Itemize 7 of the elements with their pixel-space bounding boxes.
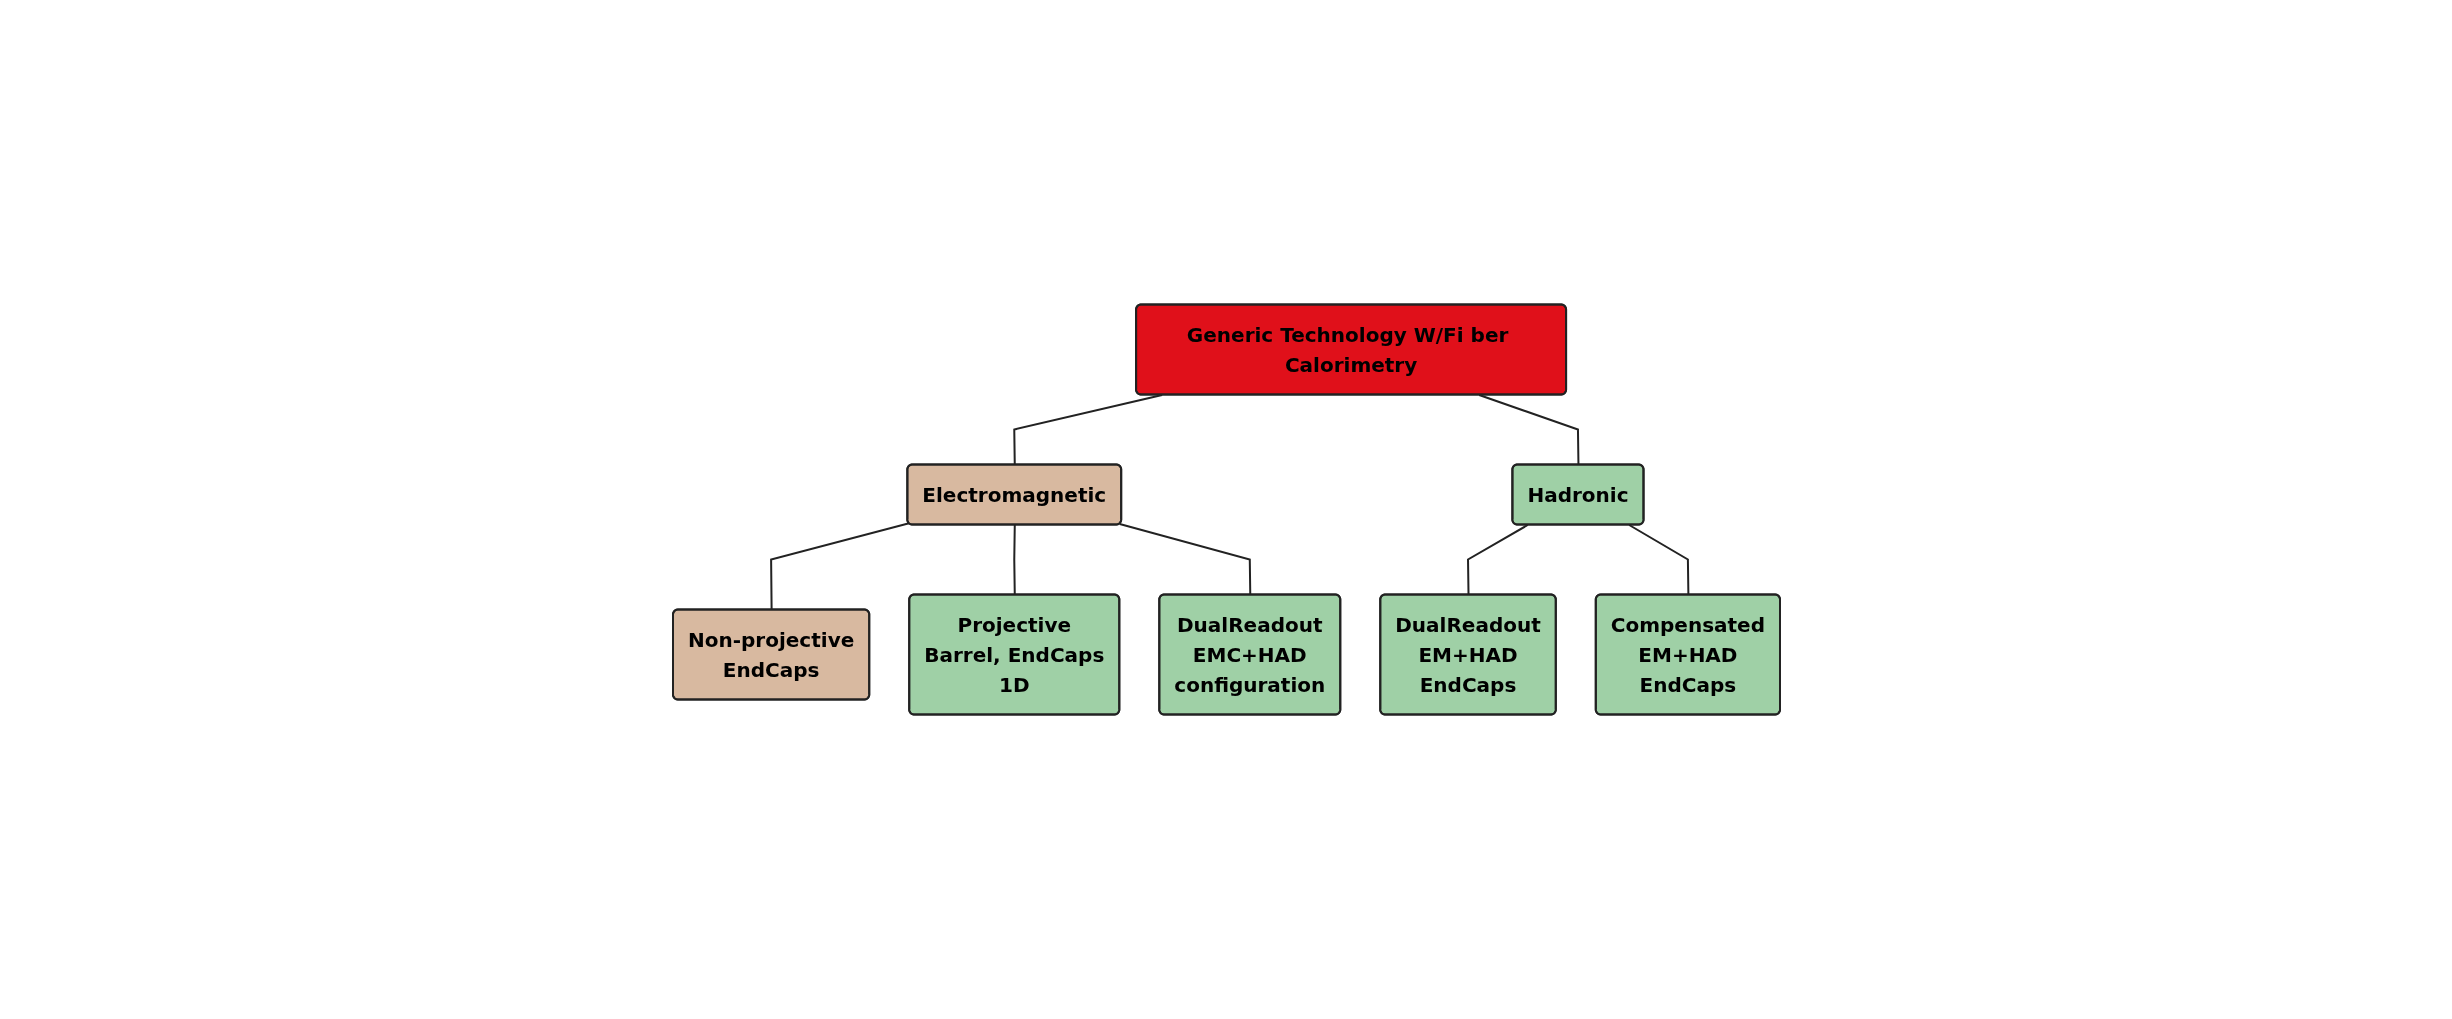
connector (1118, 522, 1251, 596)
connector (1012, 394, 1163, 466)
connector (1012, 524, 1016, 596)
connector (1466, 524, 1529, 596)
connector (769, 522, 910, 611)
connector (1627, 524, 1689, 596)
connector (1477, 394, 1579, 466)
